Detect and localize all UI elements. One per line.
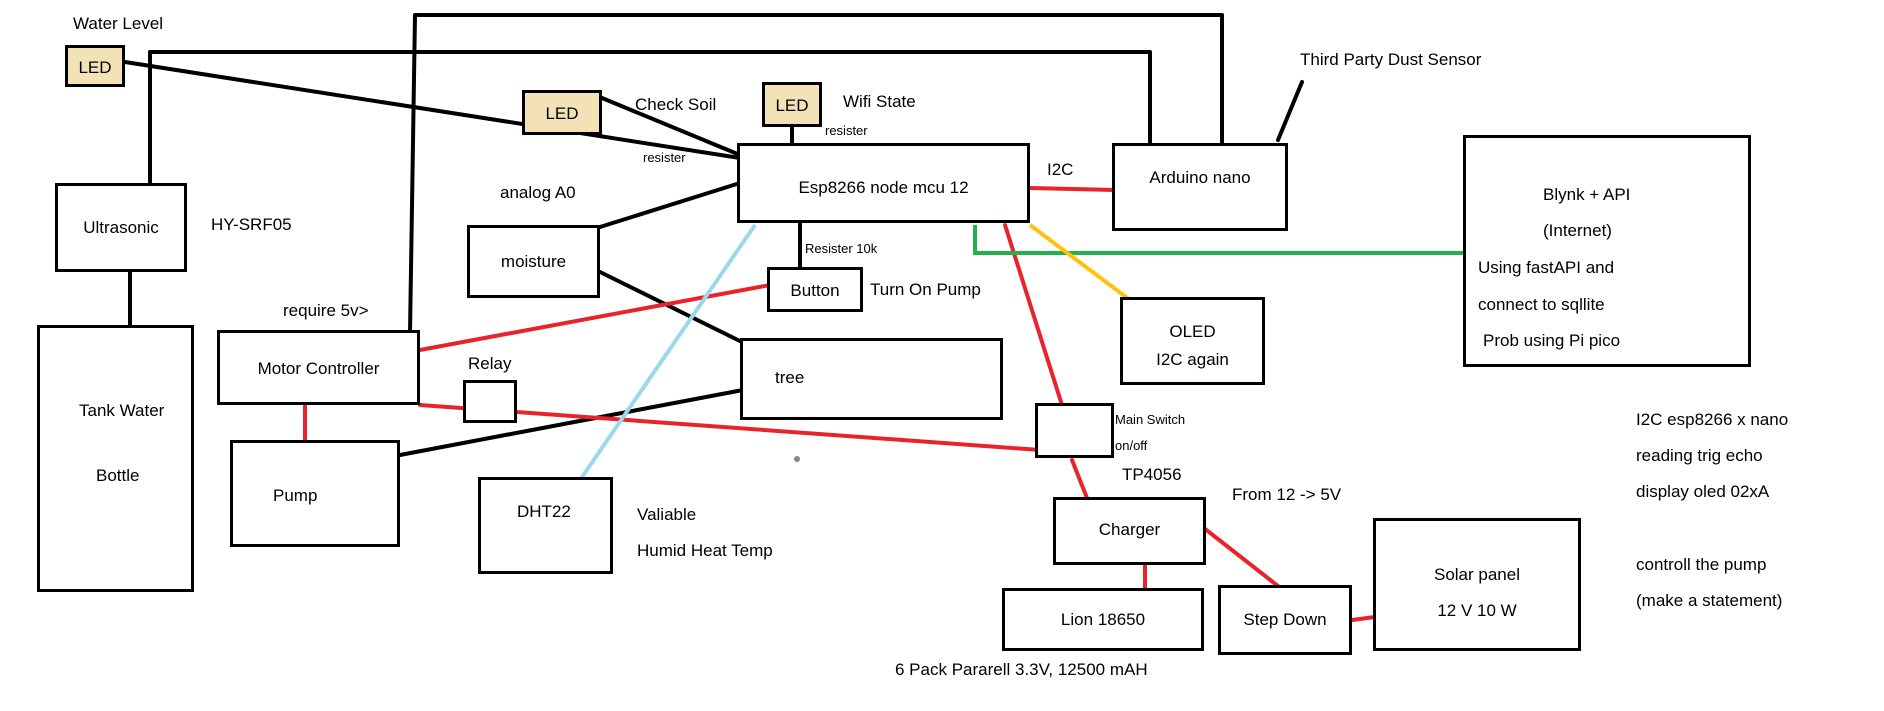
lion-18650-label: Lion 18650 [1060,610,1146,629]
led-water-level: LED [65,45,125,87]
tree-box: tree [740,338,1003,420]
lion-18650-box: Lion 18650 [1002,588,1204,651]
label-i2c: I2C [1047,160,1074,179]
oled-label-2: I2C again [1156,350,1229,369]
led-check-soil-label: LED [545,104,579,123]
label-tp4056: TP4056 [1122,465,1182,484]
label-water-level: Water Level [73,14,164,33]
wire-ledsoil-to-esp [600,96,742,157]
wire-stepdown-to-solar [1350,615,1377,622]
led-wifi-state-label: LED [775,96,809,115]
wire-pump-to-tree [398,388,745,457]
arduino-nano-box: Arduino nano [1112,143,1288,231]
label-resister-10k: Resister 10k [805,241,878,256]
label-from-12-to-5v: From 12 -> 5V [1232,485,1342,504]
label-main-switch: Main Switch [1115,412,1186,427]
tank-water-box: Tank Water Bottle [37,325,194,592]
button-label: Button [790,281,840,300]
wire-motor-to-nano [408,13,1224,335]
label-valiable: Valiable [637,505,697,524]
relay-box [463,380,517,423]
label-resister-soil: resister [643,150,686,165]
wire-switch-to-charger [1070,458,1089,500]
solar-label-1: Solar panel [1433,565,1520,584]
pump-label: Pump [273,486,318,505]
led-check-soil: LED [522,90,602,135]
blynk-line-1: Blynk + API [1543,185,1631,204]
motor-controller-label: Motor Controller [257,359,380,378]
wire-esp-to-nano-i2c [1028,186,1117,192]
led-wifi-state: LED [762,82,822,127]
wire-moisture-to-tree [598,270,750,347]
wire-motor-to-switch [418,403,1042,452]
note-line-3: display oled 02xA [1636,482,1770,501]
ultrasonic-label: Ultrasonic [83,218,159,237]
label-six-pack: 6 Pack Pararell 3.3V, 12500 mAH [895,660,1148,679]
label-on-off: on/off [1115,438,1148,453]
wire-esp-to-dht [578,223,757,482]
blynk-line-2: (Internet) [1543,221,1612,240]
note-line-1: I2C esp8266 x nano [1636,410,1789,429]
solar-label-2: 12 V 10 W [1437,601,1517,620]
label-hy-srf05: HY-SRF05 [211,215,292,234]
pump-box: Pump [230,440,400,547]
wire-esp-to-blynk [973,225,1463,255]
stray-dot [794,456,800,462]
label-check-soil: Check Soil [635,95,717,114]
tank-label-1: Tank Water [79,401,165,420]
label-resister-wifi: resister [825,123,868,138]
oled-label-1: OLED [1169,322,1216,341]
blynk-line-3: Using fastAPI and [1478,258,1615,277]
wire-charger-to-stepdown [1198,523,1285,592]
dht22-label: DHT22 [517,502,571,521]
note-line-5: (make a statement) [1636,591,1783,610]
note-line-2: reading trig echo [1636,446,1763,465]
main-switch-box [1035,403,1114,458]
oled-box: OLED I2C again [1120,297,1265,385]
label-humid-heat-temp: Humid Heat Temp [637,541,773,560]
blynk-line-4: connect to sqllite [1478,295,1605,314]
label-wifi-state: Wifi State [843,92,916,111]
label-require-5v: require 5v> [283,301,369,320]
charger-label: Charger [1098,520,1161,539]
motor-controller-box: Motor Controller [217,330,420,405]
ultrasonic-box: Ultrasonic [55,183,187,272]
wire-dust-sensor [1276,80,1304,142]
label-turn-on-pump: Turn On Pump [870,280,981,299]
blynk-line-5: Prob using Pi pico [1483,331,1621,350]
wire-led-to-esp [123,60,742,160]
arduino-nano-label: Arduino nano [1149,168,1251,187]
dht22-box: DHT22 [478,477,613,574]
step-down-label: Step Down [1243,610,1327,629]
label-analog-a0: analog A0 [500,183,576,202]
esp8266-label: Esp8266 node mcu 12 [798,178,969,197]
esp8266-box: Esp8266 node mcu 12 [737,143,1030,223]
label-relay: Relay [468,354,512,373]
tank-label-2: Bottle [96,466,140,485]
moisture-box: moisture [467,225,600,298]
wire-esp-to-oled [1028,223,1132,302]
label-dust-sensor: Third Party Dust Sensor [1300,50,1482,69]
wire-moisture-to-esp [598,181,742,229]
button-box: Button [767,267,863,312]
led-water-level-label: LED [78,58,112,77]
solar-panel-box: Solar panel 12 V 10 W [1373,518,1581,651]
tree-label: tree [775,368,805,387]
step-down-box: Step Down [1218,585,1352,655]
wire-button-to-motor [418,283,772,352]
note-line-4: controll the pump [1636,555,1767,574]
wire-ultrasonic-to-nano [148,50,1152,187]
blynk-api-box: Blynk + API (Internet) Using fastAPI and… [1463,135,1751,367]
moisture-label: moisture [500,252,567,271]
charger-box: Charger [1053,497,1206,565]
